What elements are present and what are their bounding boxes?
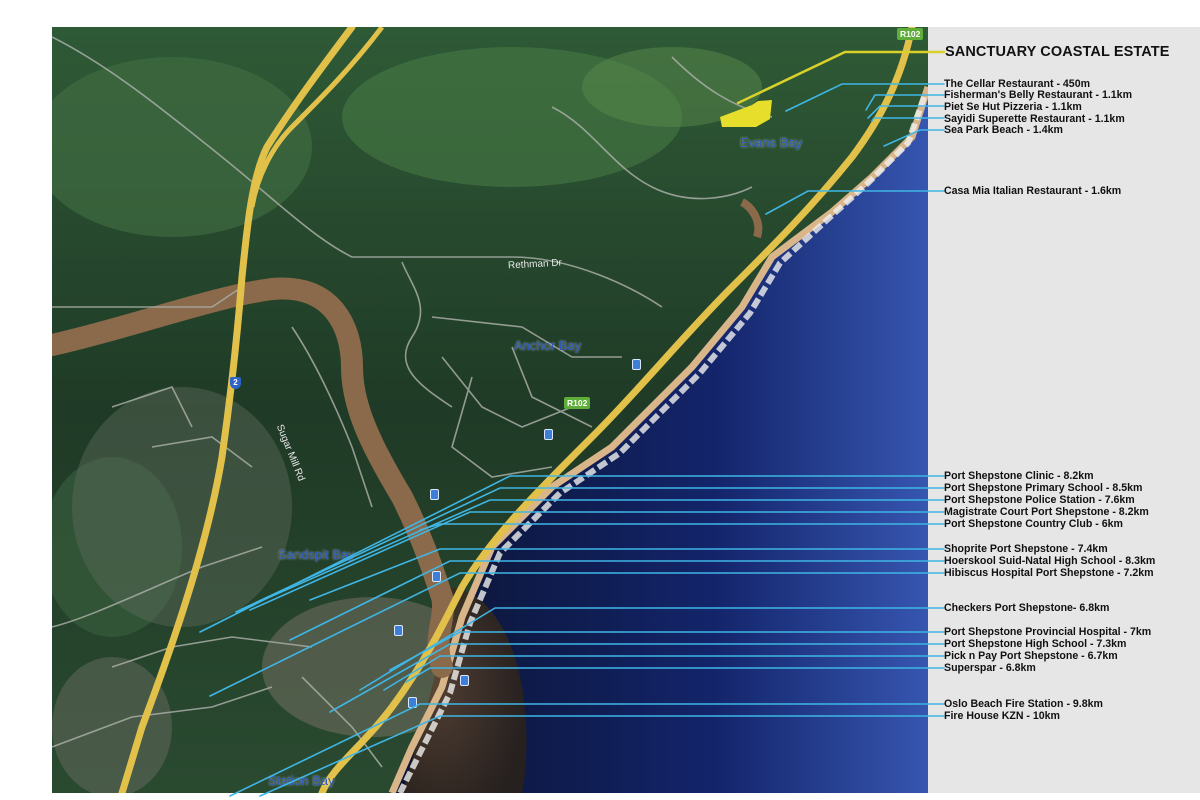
legend-item-piet-se-hut: Piet Se Hut Pizzeria - 1.1km <box>944 101 1082 113</box>
legend-item-provincial-hospital: Port Shepstone Provincial Hospital - 7km <box>944 626 1152 638</box>
legend-item-shoprite: Shoprite Port Shepstone - 7.4km <box>944 543 1108 555</box>
place-label-station-bay: Station Bay <box>268 773 335 788</box>
legend-item-casa-mia: Casa Mia Italian Restaurant - 1.6km <box>944 185 1122 197</box>
legend-item-magistrate-court: Magistrate Court Port Shepstone - 8.2km <box>944 506 1149 518</box>
poi-marker-icon[interactable] <box>408 697 417 708</box>
legend-item-oslo-fire-station: Oslo Beach Fire Station - 9.8km <box>944 698 1103 710</box>
place-label-evans-bay: Evans Bay <box>740 135 803 150</box>
legend-item-hoerskool: Hoerskool Suid-Natal High School - 8.3km <box>944 555 1156 567</box>
legend-item-fire-house-kzn: Fire House KZN - 10km <box>944 710 1060 722</box>
poi-marker-icon[interactable] <box>432 571 441 582</box>
legend-item-cellar: The Cellar Restaurant - 450m <box>944 78 1091 90</box>
legend-item-primary-school: Port Shepstone Primary School - 8.5km <box>944 482 1143 494</box>
place-label-sandspit-bay: Sandspit Bay <box>278 547 355 562</box>
legend-item-superspar: Superspar - 6.8km <box>944 662 1036 674</box>
poi-marker-icon[interactable] <box>460 675 469 686</box>
poi-marker-icon[interactable] <box>544 429 553 440</box>
legend-item-pick-n-pay: Pick n Pay Port Shepstone - 6.7km <box>944 650 1118 662</box>
legend-item-hibiscus-hospital: Hibiscus Hospital Port Shepstone - 7.2km <box>944 567 1154 579</box>
legend-panel <box>928 27 1200 793</box>
estate-title: SANCTUARY COASTAL ESTATE <box>945 44 1170 60</box>
route-shield-r102-mid: R102 <box>564 397 591 409</box>
legend-item-clinic: Port Shepstone Clinic - 8.2km <box>944 470 1094 482</box>
legend-item-sea-park-beach: Sea Park Beach - 1.4km <box>944 124 1063 136</box>
route-shield-r102-top: R102 <box>897 28 924 40</box>
satellite-map[interactable]: Evans Bay Anchor Bay Sandspit Bay Statio… <box>52 27 928 793</box>
legend-item-country-club: Port Shepstone Country Club - 6km <box>944 518 1123 530</box>
legend-item-police-station: Port Shepstone Police Station - 7.6km <box>944 494 1135 506</box>
legend-item-sayidi: Sayidi Superette Restaurant - 1.1km <box>944 113 1125 125</box>
route-shield-n2: 2 <box>230 377 241 389</box>
legend-item-checkers: Checkers Port Shepstone- 6.8km <box>944 602 1110 614</box>
legend-item-high-school: Port Shepstone High School - 7.3km <box>944 638 1127 650</box>
poi-marker-icon[interactable] <box>430 489 439 500</box>
legend-item-fishermans-belly: Fisherman's Belly Restaurant - 1.1km <box>944 89 1132 101</box>
place-label-anchor-bay: Anchor Bay <box>514 338 582 353</box>
poi-marker-icon[interactable] <box>632 359 641 370</box>
poi-marker-icon[interactable] <box>394 625 403 636</box>
